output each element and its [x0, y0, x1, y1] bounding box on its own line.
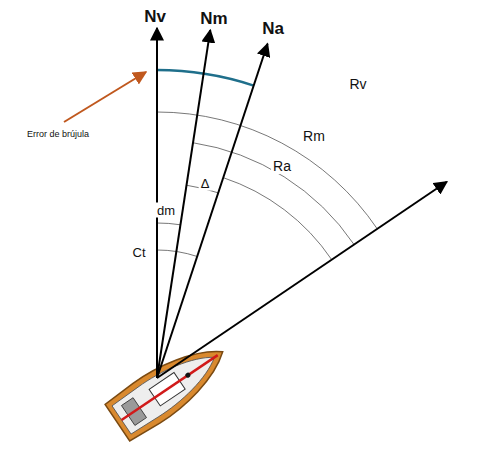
course-label: Ra	[271, 158, 293, 174]
boat-mast	[184, 372, 191, 379]
angle-label: Ct	[131, 245, 148, 260]
angle-label: dm	[155, 203, 177, 218]
boat-hull	[104, 332, 236, 443]
boat-keel-line	[122, 355, 218, 420]
north-label: Nv	[142, 7, 168, 26]
note-label: Error de brújula	[25, 129, 91, 140]
ra-arc	[223, 178, 331, 260]
compass-error-arc	[157, 70, 254, 86]
angle-label: Δ	[199, 176, 212, 191]
course-label: Rv	[347, 76, 368, 92]
north-label: Na	[260, 19, 286, 38]
course-label: Rm	[301, 128, 327, 144]
error-pointer	[64, 72, 146, 122]
north-label: Nm	[198, 9, 229, 28]
course-arrow	[157, 182, 447, 378]
rv-arc	[157, 112, 377, 229]
boat	[104, 332, 236, 443]
dm-arc	[157, 223, 180, 225]
boat-deck	[111, 342, 224, 435]
